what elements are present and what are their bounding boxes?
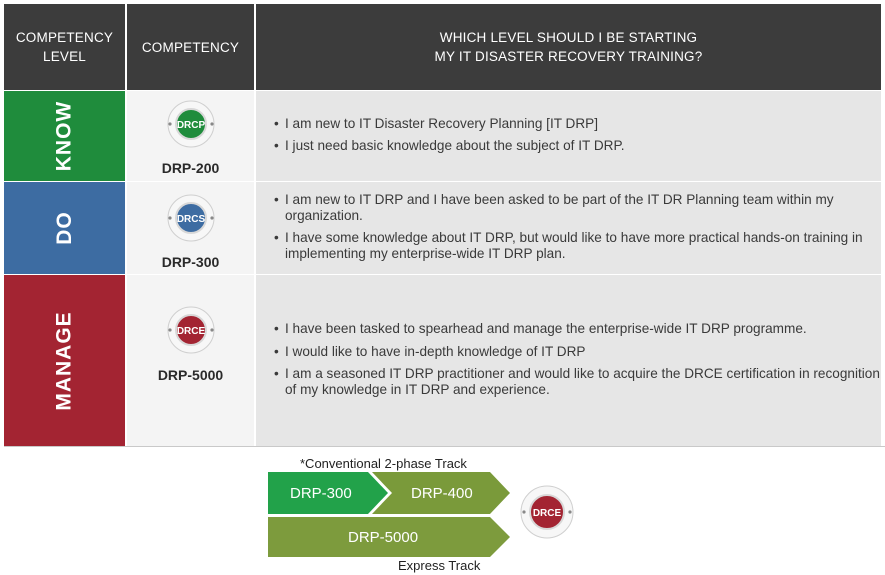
bullet-know-1: I am new to IT Disaster Recovery Plannin…	[272, 116, 881, 132]
table-bottom-divider	[4, 446, 885, 447]
header-which-level: WHICH LEVEL SHOULD I BE STARTING MY IT D…	[256, 4, 881, 90]
level-label-do: DO	[52, 211, 76, 245]
drce-result-seal-icon: DRCE	[520, 485, 574, 539]
step1-label: DRP-300	[290, 485, 352, 502]
competency-cell-do: DRCS DRP-300	[127, 182, 254, 274]
competency-cell-manage: DRCE DRP-5000	[127, 275, 254, 446]
header-competency-level: COMPETENCY LEVEL	[4, 4, 125, 90]
arrow-drp-400	[372, 472, 510, 514]
description-do: I am new to IT DRP and I have been asked…	[256, 182, 881, 274]
description-manage: I have been tasked to spearhead and mana…	[256, 275, 881, 446]
svg-text:DRCP: DRCP	[176, 120, 205, 131]
arrow-drp-300	[268, 472, 388, 514]
bullet-manage-3: I am a seasoned IT DRP practitioner and …	[272, 366, 881, 397]
row-do: DO DRCS DRP-300 I am new to IT DRP and I…	[4, 182, 881, 274]
step2-label: DRP-400	[411, 485, 473, 502]
svg-text:DRCS: DRCS	[176, 214, 205, 225]
level-cell-know: KNOW	[4, 91, 125, 181]
track-diagram: DRCE DRP-300 DRP-400 DRP-5000	[268, 472, 578, 567]
express-step-label: DRP-5000	[348, 529, 419, 546]
row-manage: MANAGE DRCE DRP-5000 I have been tasked …	[4, 275, 881, 446]
drcs-seal-icon: DRCS	[127, 193, 254, 243]
arrow-drp-5000	[268, 517, 510, 557]
competency-cell-know: DRCP DRP-200	[127, 91, 254, 181]
course-code-manage: DRP-5000	[157, 367, 224, 383]
express-track-label: Express Track	[398, 558, 481, 573]
description-know: I am new to IT Disaster Recovery Plannin…	[256, 91, 881, 181]
bullet-manage-1: I have been tasked to spearhead and mana…	[272, 321, 881, 337]
header-question-line1: WHICH LEVEL SHOULD I BE STARTING	[439, 30, 698, 45]
bullet-manage-2: I would like to have in-depth knowledge …	[272, 344, 881, 360]
bullet-do-1: I am new to IT DRP and I have been asked…	[272, 192, 881, 223]
drcp-seal-icon: DRCP	[127, 99, 254, 149]
conventional-track-label: *Conventional 2-phase Track	[300, 456, 467, 471]
bullet-do-2: I have some knowledge about IT DRP, but …	[272, 230, 881, 261]
bullet-know-2: I just need basic knowledge about the su…	[272, 138, 881, 154]
course-code-do: DRP-300	[161, 254, 220, 270]
level-label-know: KNOW	[52, 100, 76, 172]
svg-text:DRCE: DRCE	[533, 508, 562, 519]
svg-text:DRCE: DRCE	[176, 326, 205, 337]
row-know: KNOW DRCP DRP-200 I am new to IT Disaste…	[4, 91, 881, 181]
level-cell-manage: MANAGE	[4, 275, 125, 446]
header-question-line2: MY IT DISASTER RECOVERY TRAINING?	[434, 49, 703, 64]
drce-seal-icon: DRCE	[127, 305, 254, 355]
level-label-manage: MANAGE	[52, 310, 76, 411]
level-cell-do: DO	[4, 182, 125, 274]
header-competency: COMPETENCY	[127, 4, 254, 90]
course-code-know: DRP-200	[161, 160, 220, 176]
